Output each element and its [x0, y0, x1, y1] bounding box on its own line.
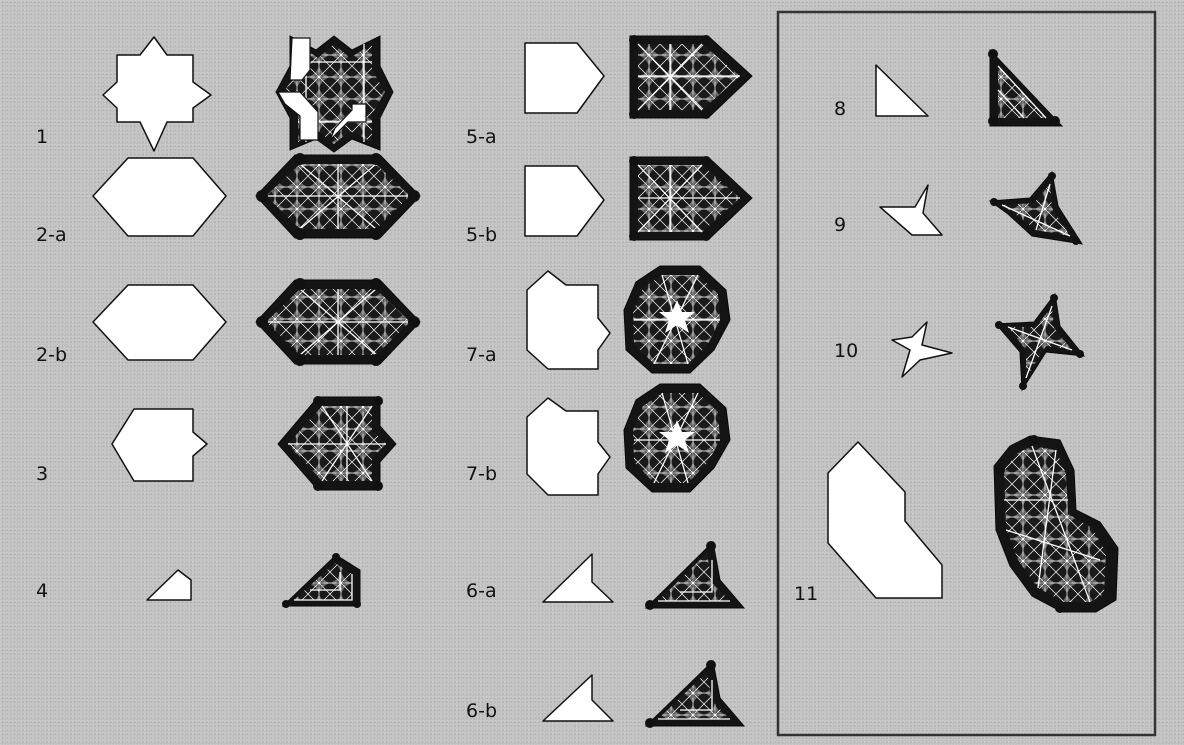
label-2a: 2-a — [36, 226, 67, 245]
tile-10-blank — [892, 322, 952, 377]
label-4: 4 — [36, 582, 48, 601]
tile-6b-pattern — [645, 660, 744, 728]
tile-2a-pattern — [256, 153, 420, 240]
label-9: 9 — [834, 216, 846, 235]
tile-2b-blank — [93, 285, 226, 360]
label-5a: 5-a — [466, 128, 497, 147]
tile-4-blank — [147, 570, 191, 600]
label-10: 10 — [834, 342, 858, 361]
tile-1-pattern — [276, 36, 393, 152]
tile-7a-pattern — [624, 266, 730, 373]
tile-5b-blank — [525, 166, 604, 236]
label-7a: 7-a — [466, 346, 497, 365]
tile-9-blank — [880, 185, 942, 235]
label-6a: 6-a — [466, 582, 497, 601]
tile-2a-blank — [93, 158, 226, 236]
tile-7b-pattern — [624, 384, 730, 492]
tile-9-pattern — [990, 172, 1082, 245]
tile-7a-blank — [527, 271, 610, 369]
tile-5a-pattern — [629, 35, 752, 119]
label-3: 3 — [36, 465, 48, 484]
tile-8-pattern — [988, 49, 1062, 126]
label-6b: 6-b — [466, 702, 497, 721]
tile-8-blank — [876, 65, 928, 116]
label-8: 8 — [834, 100, 846, 119]
tile-3-blank — [112, 409, 207, 481]
tile-11-pattern — [994, 435, 1118, 613]
tile-1-blank — [103, 37, 211, 151]
tile-6a-pattern — [645, 541, 744, 610]
tile-5b-pattern — [629, 156, 752, 241]
tile-2b-pattern — [256, 278, 420, 366]
tile-3-pattern — [278, 396, 396, 491]
label-11: 11 — [794, 585, 818, 604]
label-2b: 2-b — [36, 346, 67, 365]
highlight-frame — [778, 12, 1155, 735]
tile-6a-blank — [543, 554, 613, 602]
label-1: 1 — [36, 128, 48, 147]
tile-5a-blank — [525, 43, 604, 113]
tile-7b-blank — [527, 398, 610, 495]
tile-11-blank — [828, 442, 942, 598]
tile-6b-blank — [543, 675, 613, 721]
label-7b: 7-b — [466, 465, 497, 484]
tile-4-pattern — [282, 553, 361, 608]
tile-10-pattern — [995, 294, 1084, 390]
label-5b: 5-b — [466, 226, 497, 245]
